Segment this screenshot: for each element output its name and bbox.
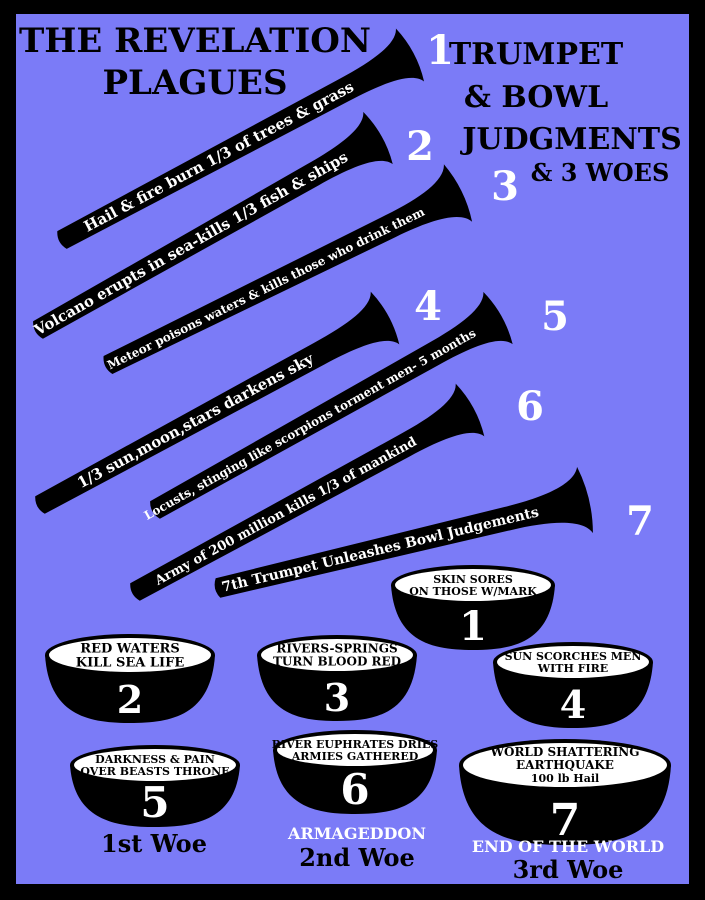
subtitle-line-4: & 3 WOES: [531, 158, 670, 187]
trumpet-body: [33, 111, 393, 339]
bowl-number: 6: [340, 765, 369, 814]
trumpet-number: 7: [626, 498, 654, 545]
armageddon-label: ARMAGEDDON: [287, 824, 426, 843]
woe-2-label: 2nd Woe: [299, 843, 415, 872]
subtitle-line-3: JUDGMENTS: [459, 122, 681, 157]
trumpet-number: 5: [541, 293, 569, 340]
bowl-caption-line: ON THOSE W/MARK: [409, 585, 537, 598]
subtitle-line-2: & BOWL: [464, 80, 608, 115]
trumpet-body: [150, 291, 513, 519]
trumpet-number: 2: [406, 123, 434, 170]
bowl-caption-line: RIVERS-SPRINGS: [276, 642, 397, 656]
bowl-rim: [497, 646, 649, 678]
bowl-rim: [49, 638, 211, 672]
trumpet-number: 1: [426, 27, 454, 74]
woe-3-label: 3rd Woe: [513, 855, 624, 884]
bowl-caption-line: 100 lb Hail: [531, 772, 599, 785]
trumpet-number: 4: [414, 283, 442, 330]
trumpet-number: 3: [491, 163, 519, 210]
bowl-caption-line: ARMIES GATHERED: [291, 750, 419, 763]
bowl-caption-line: RED WATERS: [80, 642, 179, 657]
end-of-world-label: END OF THE WORLD: [472, 837, 664, 856]
bowl-caption-line: OVER BEASTS THRONE: [80, 765, 229, 778]
trumpet-body: [35, 291, 400, 514]
title-line-1: THE REVELATION: [19, 21, 371, 61]
bowl-number: 3: [324, 675, 350, 720]
woe-1-label: 1st Woe: [101, 829, 207, 858]
trumpet-number: 6: [516, 383, 544, 430]
subtitle-line-1: TRUMPET: [449, 37, 624, 72]
bowl-caption-line: WORLD SHATTERING: [490, 745, 640, 759]
title-line-2: PLAGUES: [102, 63, 287, 103]
bowl-caption-line: TURN BLOOD RED: [273, 655, 401, 669]
bowl-number: 2: [117, 677, 143, 722]
trumpet-body: [57, 28, 425, 249]
trumpet-body: [214, 466, 593, 598]
trumpet-body: [103, 164, 473, 374]
bowl-rim: [74, 749, 236, 781]
bowl-caption-line: EARTHQUAKE: [516, 758, 614, 772]
bowl-caption-line: RIVER EUPHRATES DRIES: [272, 738, 438, 751]
bowl-caption-line: SKIN SORES: [433, 573, 513, 586]
bowl-caption-line: SUN SCORCHES MEN: [505, 650, 642, 663]
bowl-caption-line: KILL SEA LIFE: [76, 656, 185, 671]
bowl-rim: [277, 734, 433, 766]
bowl-number: 1: [459, 603, 487, 650]
bowl-rim: [463, 743, 667, 787]
bowl-number: 7: [550, 795, 581, 846]
bowl-caption-line: DARKNESS & PAIN: [95, 753, 215, 766]
bowl-number: 5: [140, 778, 169, 827]
bowl-caption-line: WITH FIRE: [537, 662, 608, 675]
bowl-rim: [395, 569, 551, 601]
bowl-number: 4: [560, 682, 586, 727]
bowl-rim: [261, 639, 413, 671]
trumpet-body: [130, 383, 485, 601]
